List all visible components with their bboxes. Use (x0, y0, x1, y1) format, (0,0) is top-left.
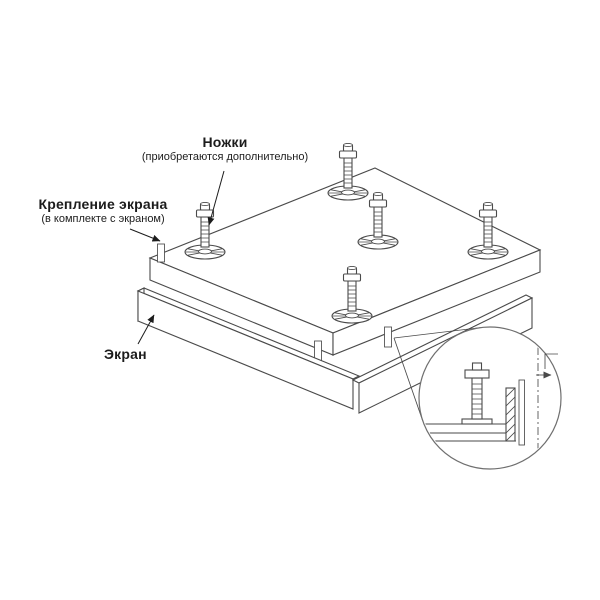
screen-label-arrow (137, 314, 155, 345)
detail-foot-cap (471, 362, 483, 371)
screen-mount-label: Крепление экрана (в комплекте с экраном) (1, 196, 205, 227)
callout-leader-top (393, 327, 482, 339)
screen-mount-label-title: Крепление экрана (38, 196, 168, 212)
detail-callout (393, 326, 562, 470)
feet-label-title: Ножки (202, 134, 248, 150)
screen-label-title: Экран (104, 346, 147, 362)
detail-clip-hatching (505, 387, 516, 442)
callout-leader-bottom (393, 337, 424, 422)
detail-cross-section (420, 347, 539, 449)
screen-left-face (137, 290, 354, 410)
screen-clip-tab (157, 243, 165, 263)
detail-foot-flange (464, 369, 490, 379)
feet-label-subtitle: (приобретаются дополнительно) (141, 151, 309, 164)
screen-clip-tab (384, 326, 392, 348)
detail-foot-threads (472, 383, 482, 415)
feet-label: Ножки (приобретаются дополнительно) (110, 134, 340, 165)
detail-screen-section (518, 379, 525, 446)
phantom-screen-profile (544, 353, 558, 369)
detail-circle (418, 326, 562, 470)
mount-label-arrow (129, 228, 161, 242)
screen-label: Экран (104, 346, 174, 362)
feet-label-arrow (207, 170, 225, 226)
label-arrows (129, 170, 225, 345)
detail-foot-base (461, 418, 493, 425)
screen-mount-label-subtitle: (в комплекте с экраном) (41, 213, 165, 226)
